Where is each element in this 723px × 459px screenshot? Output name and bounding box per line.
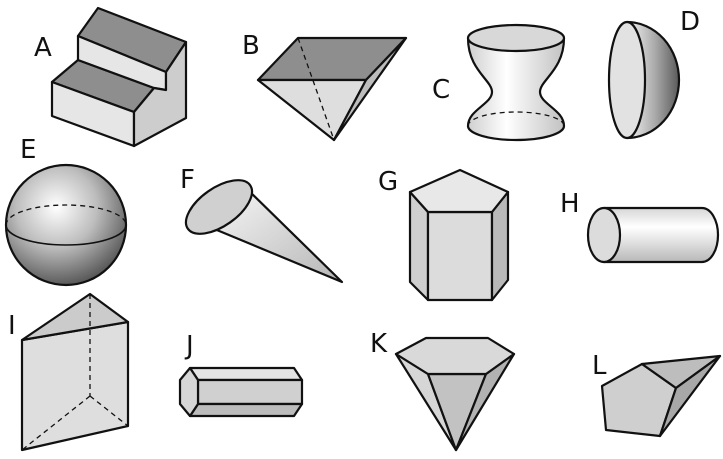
label-j: J xyxy=(184,331,194,361)
label-h: H xyxy=(560,189,580,219)
label-d: D xyxy=(680,7,700,37)
label-f: F xyxy=(180,165,195,195)
solid-hyperboloid xyxy=(466,23,566,142)
solid-sphere xyxy=(4,163,128,287)
solid-hemisphere xyxy=(607,20,681,140)
solid-pentagonal-prism xyxy=(408,168,510,302)
solid-inverted-square-pyramid xyxy=(256,36,408,142)
solid-cone xyxy=(184,179,344,284)
solid-cylinder xyxy=(586,206,720,264)
label-k: K xyxy=(370,329,388,359)
label-c: C xyxy=(432,75,450,105)
solid-pentagonal-pyramid xyxy=(600,354,722,438)
label-g: G xyxy=(378,167,398,197)
label-i: I xyxy=(8,311,16,341)
label-a: A xyxy=(34,33,52,63)
solid-staircase xyxy=(50,6,188,148)
label-e: E xyxy=(20,135,36,165)
label-b: B xyxy=(242,31,260,61)
solid-hexagonal-pyramid xyxy=(394,336,516,452)
solid-triangular-prism xyxy=(20,292,130,452)
label-l: L xyxy=(592,351,607,381)
solid-hexagonal-prism xyxy=(178,366,304,418)
